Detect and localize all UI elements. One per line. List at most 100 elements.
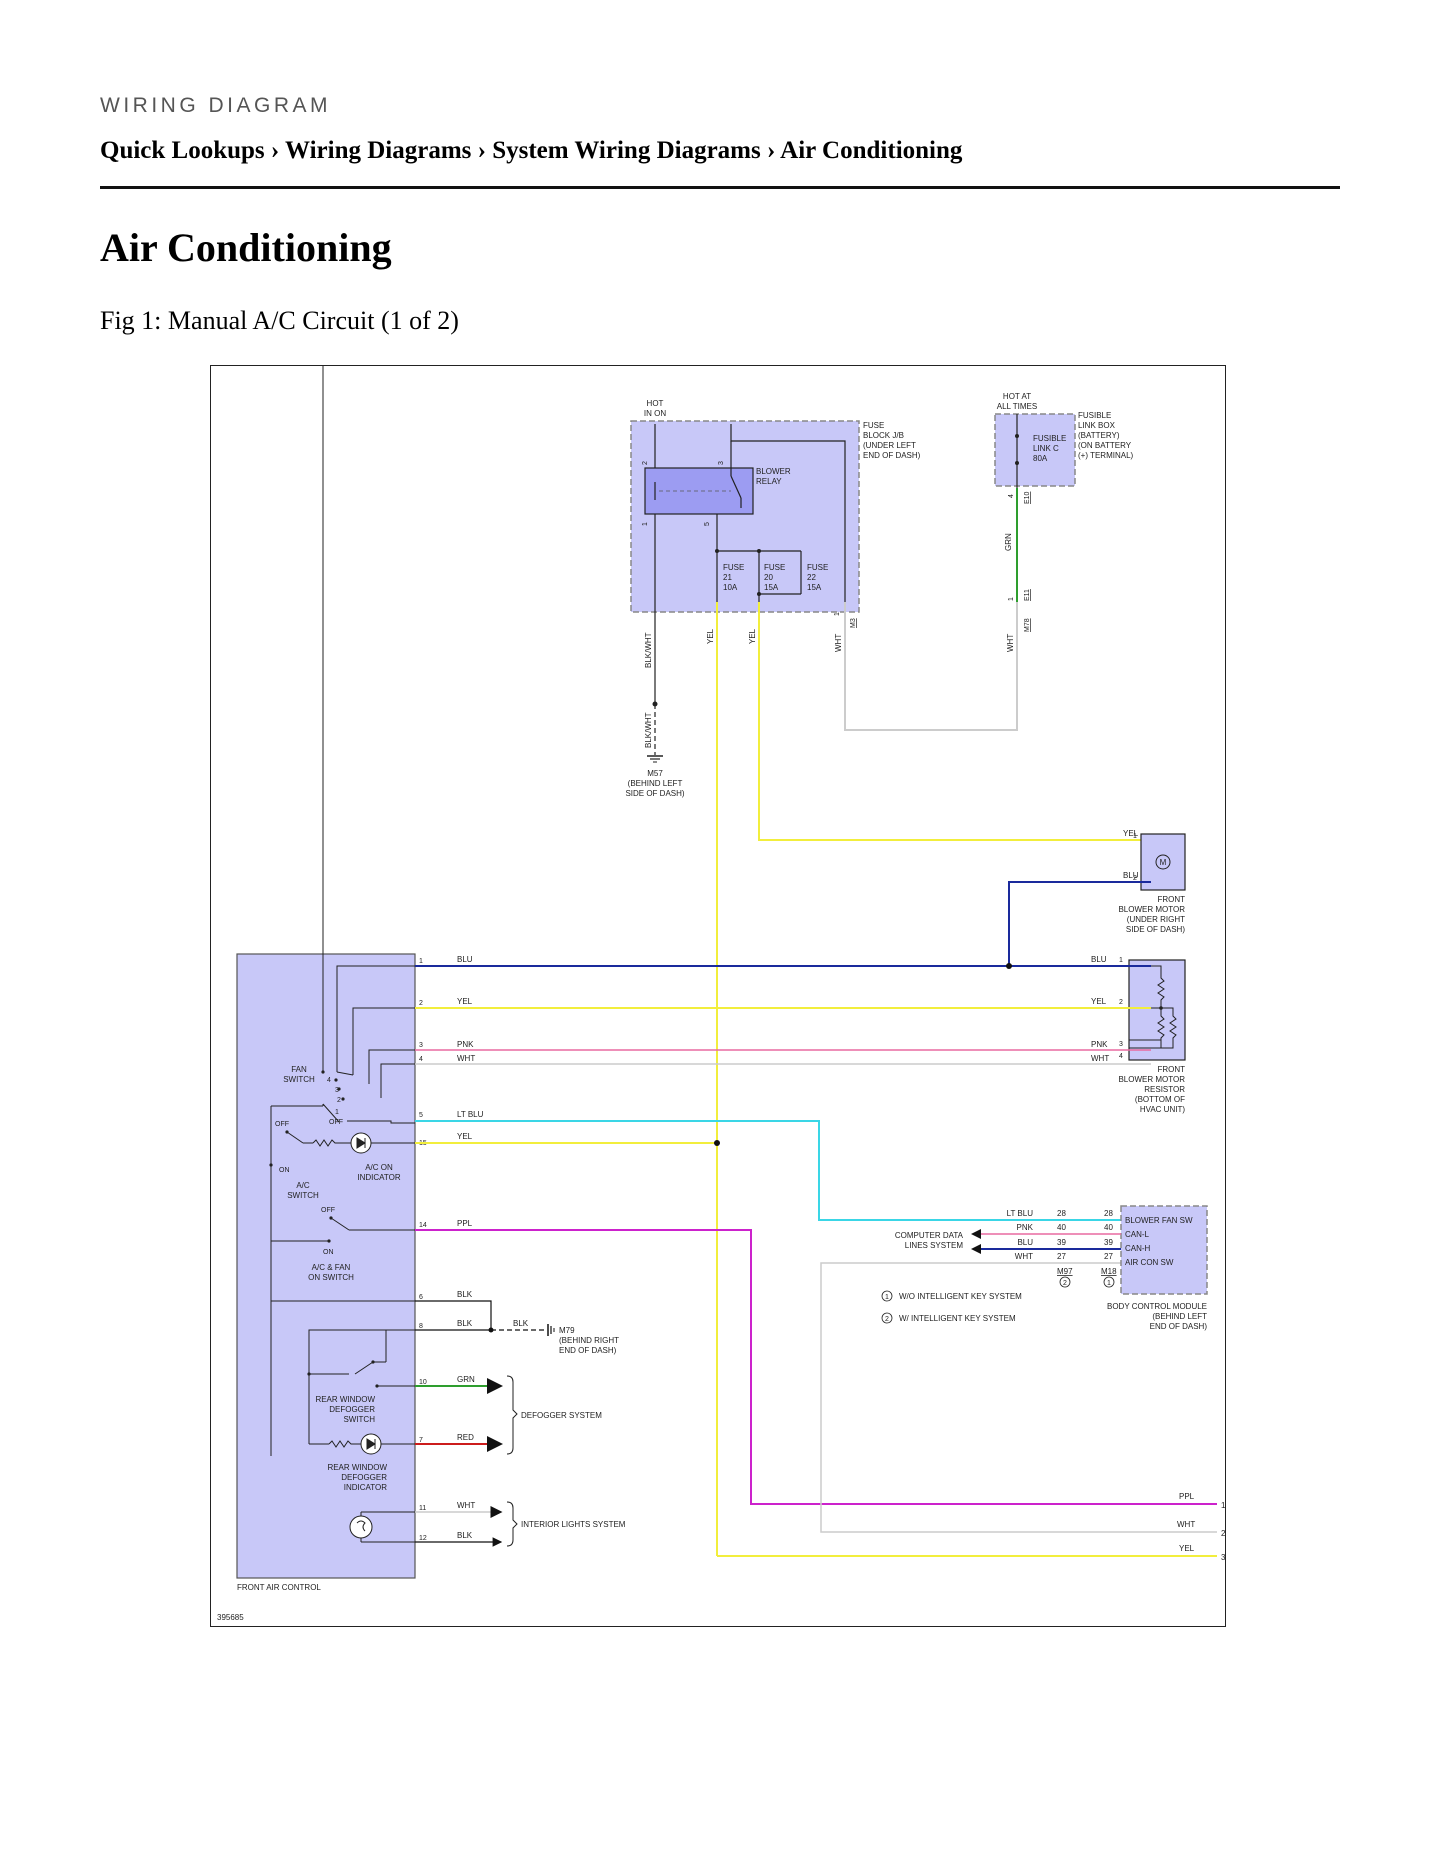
ground-m79-3: END OF DASH)	[559, 1346, 617, 1355]
wire-label-yel-2b: YEL	[1091, 997, 1107, 1006]
cont-wht-wire: WHT	[1177, 1520, 1195, 1529]
bcm-pin-b-2: 40	[1104, 1223, 1113, 1232]
fusible-pin-top: 4	[1008, 494, 1015, 498]
header-divider	[100, 186, 1340, 189]
wiring-diagram-svg: HOT IN ON FUSE BLOCK J/B (UNDER LEFT END…	[217, 366, 1226, 1622]
wire-label-wht-11: WHT	[457, 1501, 475, 1510]
cont-wht-num: 2	[1221, 1529, 1226, 1538]
fusible-hot-2: ALL TIMES	[997, 402, 1037, 411]
fusible-name-4: (ON BATTERY	[1078, 441, 1132, 450]
cont-ppl-num: 1	[1221, 1501, 1226, 1510]
wire-wht-cont	[820, 1262, 1217, 1533]
relay-pin-5: 5	[704, 522, 711, 526]
bcm-note-b: 1	[1107, 1280, 1111, 1287]
acfan-on-label: ON	[323, 1249, 334, 1256]
defog-switch-label-1: REAR WINDOW	[315, 1395, 375, 1404]
wire-label-grn: GRN	[457, 1375, 475, 1384]
blower-motor-symbol: M	[1160, 858, 1167, 867]
ground-m57: BLK/WHT BLK/WHT M57 (BEHIND LEFT SIDE OF…	[625, 542, 685, 798]
bcm-name-1: BODY CONTROL MODULE	[1107, 1302, 1207, 1311]
fac-pin-6: 6	[419, 1294, 423, 1301]
fan-switch-label-2: SWITCH	[283, 1075, 315, 1084]
wire-blu-blower	[1008, 881, 1151, 966]
wire-label-wht-4a: WHT	[457, 1054, 475, 1063]
fac-pin-8: 8	[419, 1323, 423, 1330]
note-1-num: 1	[885, 1294, 889, 1301]
ac-on-label: ON	[279, 1167, 290, 1174]
note-1-text: W/O INTELLIGENT KEY SYSTEM	[899, 1292, 1022, 1301]
wire-ppl-14	[415, 1229, 1217, 1505]
fan-pos-off: OFF	[329, 1119, 343, 1126]
fusible-hot-1: HOT AT	[1003, 392, 1031, 401]
fusible-name-2: LINK BOX	[1078, 421, 1116, 430]
ground-m57-1: M57	[647, 769, 663, 778]
fuse-20-label-1: FUSE	[764, 563, 785, 572]
bcm-wire-4: WHT	[1015, 1252, 1033, 1261]
wire-ltblu-5	[415, 1120, 1121, 1221]
fusible-name-1: FUSIBLE	[1078, 411, 1111, 420]
bcm-wire-1: LT BLU	[1007, 1209, 1034, 1218]
cont-yel-num: 3	[1221, 1553, 1226, 1562]
relay-pin-3: 3	[718, 461, 725, 465]
ground-m57-3: SIDE OF DASH)	[625, 789, 684, 798]
wire-label-wht-a: WHT	[834, 634, 843, 652]
fac-pin-11: 11	[419, 1505, 426, 1512]
blower-name-1: FRONT	[1157, 895, 1185, 904]
fac-pins: 1 2 3 4 5 15 14 6 8 10 7 11 12	[419, 958, 427, 1542]
resistor-name-4: (BOTTOM OF	[1135, 1095, 1185, 1104]
fuse-block-name-1: FUSE	[863, 421, 884, 430]
fusible-conn-top: E10	[1024, 491, 1031, 504]
wire-label-ltblu-5: LT BLU	[457, 1110, 484, 1119]
wire-label-blk-6: BLK	[457, 1290, 473, 1299]
fan-pos-4: 4	[327, 1077, 331, 1084]
figure-caption: Fig 1: Manual A/C Circuit (1 of 2)	[100, 306, 459, 335]
fusible-conn-bottom: E11	[1024, 589, 1031, 601]
acfan-off-label: OFF	[321, 1207, 335, 1214]
resistor-name-3: RESISTOR	[1144, 1085, 1185, 1094]
bcm-pin-a-2: 40	[1057, 1223, 1066, 1232]
fac-pin-14: 14	[419, 1222, 427, 1229]
fac-pin-5: 5	[419, 1112, 423, 1119]
resistor-pin-3: 3	[1119, 1041, 1123, 1048]
cds-label-2: LINES SYSTEM	[905, 1241, 964, 1250]
figure-id: 395685	[217, 1613, 244, 1622]
wire-label-ppl-14: PPL	[457, 1219, 473, 1228]
fusible-pin-bottom: 1	[1008, 597, 1015, 601]
wire-label-blu-1a: BLU	[457, 955, 473, 964]
fan-pos-2: 2	[337, 1097, 341, 1104]
wire-label-pnk-3b: PNK	[1091, 1040, 1108, 1049]
fuse-22-label-3: 15A	[807, 583, 822, 592]
wiring-diagram-figure: HOT IN ON FUSE BLOCK J/B (UNDER LEFT END…	[210, 365, 1226, 1627]
wire-label-blu-blower: BLU	[1123, 871, 1139, 880]
bcm-conn-a: M97	[1057, 1267, 1073, 1276]
wire-wht-loop	[844, 602, 1018, 731]
bcm-name-2: (BEHIND LEFT	[1152, 1312, 1207, 1321]
resistor-name-1: FRONT	[1157, 1065, 1185, 1074]
fac-pin-3b: 3	[419, 1042, 423, 1049]
fusible-link-box: HOT AT ALL TIMES FUSIBLE LINK C 80A FUSI…	[994, 392, 1134, 632]
bcm-pin-b-4: 27	[1104, 1252, 1113, 1261]
fuse-20-label-2: 20	[764, 573, 773, 582]
interior-lights-label: INTERIOR LIGHTS SYSTEM	[521, 1520, 626, 1529]
wire-label-yel-2a: YEL	[457, 997, 473, 1006]
blower-relay-label-1: BLOWER	[756, 467, 791, 476]
wire-blk-6	[415, 1300, 492, 1330]
fuse-block-jb: HOT IN ON FUSE BLOCK J/B (UNDER LEFT END…	[630, 399, 921, 628]
blower-name-4: SIDE OF DASH)	[1126, 925, 1185, 934]
fusible-inner-1: FUSIBLE	[1033, 434, 1066, 443]
wire-label-blu-1b: BLU	[1091, 955, 1107, 964]
note-2-text: W/ INTELLIGENT KEY SYSTEM	[899, 1314, 1016, 1323]
resistor-name-2: BLOWER MOTOR	[1118, 1075, 1185, 1084]
fuse-21-label-2: 21	[723, 573, 732, 582]
defog-ind-label-3: INDICATOR	[344, 1483, 387, 1492]
ground-m57-2: (BEHIND LEFT	[628, 779, 683, 788]
fuse-block-out-pin: 1	[834, 612, 841, 616]
fuse-block-name-3: (UNDER LEFT	[863, 441, 916, 450]
fuse-21-label-1: FUSE	[723, 563, 744, 572]
fuse-block-name-2: BLOCK J/B	[863, 431, 904, 440]
relay-pin-2: 2	[642, 461, 649, 465]
ac-switch-label-2: SWITCH	[287, 1191, 319, 1200]
fac-pin-7: 7	[419, 1437, 423, 1444]
wire-label-blkwht-a: BLK/WHT	[644, 632, 653, 668]
fac-pin-1: 1	[419, 958, 423, 965]
